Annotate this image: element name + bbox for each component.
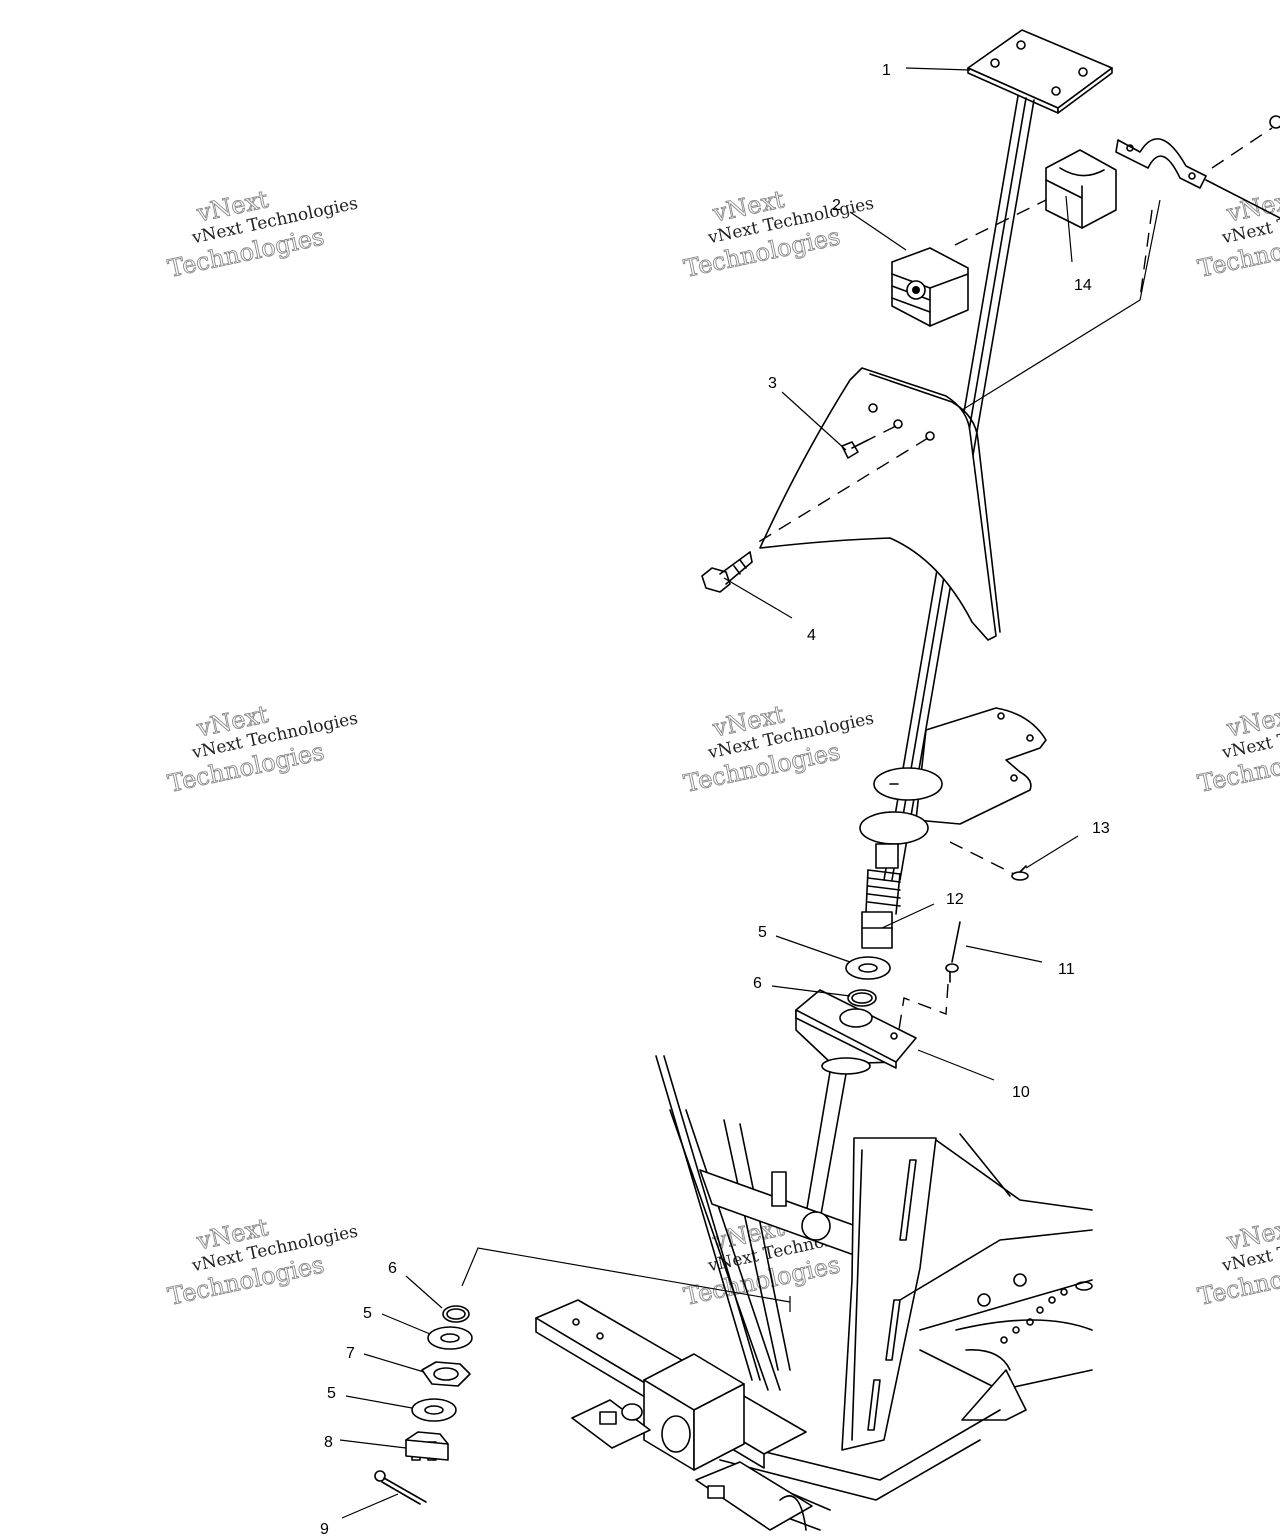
callout-6: 6 (753, 975, 762, 992)
clevis-pin (945, 921, 961, 983)
callout-10: 10 (1012, 1084, 1030, 1101)
small-screw (841, 439, 869, 459)
shaft-collar-upper (873, 767, 943, 801)
clamp-bracket (1115, 115, 1280, 219)
rivet (1011, 865, 1029, 881)
watermark: vNext vNext Technologies Technologies (1195, 1213, 1280, 1312)
callout-1: 1 (882, 62, 891, 79)
steering-cover (759, 367, 1001, 641)
lower-stack-leader (461, 1247, 791, 1303)
watermark: vNext vNext Technologies Technologies (165, 1213, 360, 1312)
callout-5: 5 (758, 924, 767, 941)
cotter-pin (374, 1470, 427, 1505)
callout-5-lower: 5 (363, 1305, 372, 1322)
callout-14: 14 (1074, 277, 1092, 294)
callout-5-bottom: 5 (327, 1385, 336, 1402)
callout-4: 4 (807, 627, 816, 644)
leader-lines (339, 67, 1079, 1519)
callout-9: 9 (320, 1521, 329, 1536)
pin-guide-line (897, 983, 949, 1037)
callout-11: 11 (1058, 961, 1075, 978)
bushing-guide-line (954, 197, 1051, 246)
watermark-group: vNext vNext Technologies Technologies vN… (165, 185, 1280, 1312)
lock-nut (421, 1361, 471, 1387)
callout-3: 3 (768, 375, 777, 392)
bushing-block (891, 247, 969, 327)
watermark: vNext vNext Technologies Technologies (165, 185, 360, 284)
callout-13: 13 (1092, 820, 1110, 837)
cover-bolt-guide (751, 437, 929, 547)
watermark: vNext vNext Technologies Technologies (681, 700, 876, 799)
callout-7: 7 (346, 1345, 355, 1362)
callout-2: 2 (832, 197, 841, 214)
column-bracket (915, 707, 1047, 825)
callout-12: 12 (946, 891, 964, 908)
castle-nut (405, 1431, 449, 1461)
lower-shaft (861, 843, 901, 949)
lower-hardware (374, 1305, 473, 1505)
hex-bolt (701, 551, 753, 593)
split-bushing (1045, 149, 1117, 229)
bearing-block (795, 989, 917, 1075)
top-plate (967, 29, 1113, 114)
bracket-guide-line (949, 841, 1015, 875)
watermark: vNext vNext Technologies Technologies (1195, 700, 1280, 799)
watermark: vNext vNext Technologies Technologies (681, 185, 876, 284)
callout-8: 8 (324, 1434, 333, 1451)
callout-6-lower: 6 (388, 1260, 397, 1277)
vehicle-frame (535, 1055, 1093, 1531)
callout-labels: 1 2 3 4 5 6 10 11 12 13 14 6 5 7 5 8 9 (320, 62, 1110, 1536)
clamp-leader (961, 199, 1161, 411)
watermark: vNext vNext Technologies Technologies (165, 700, 360, 799)
shaft-collar-lower (859, 811, 929, 845)
